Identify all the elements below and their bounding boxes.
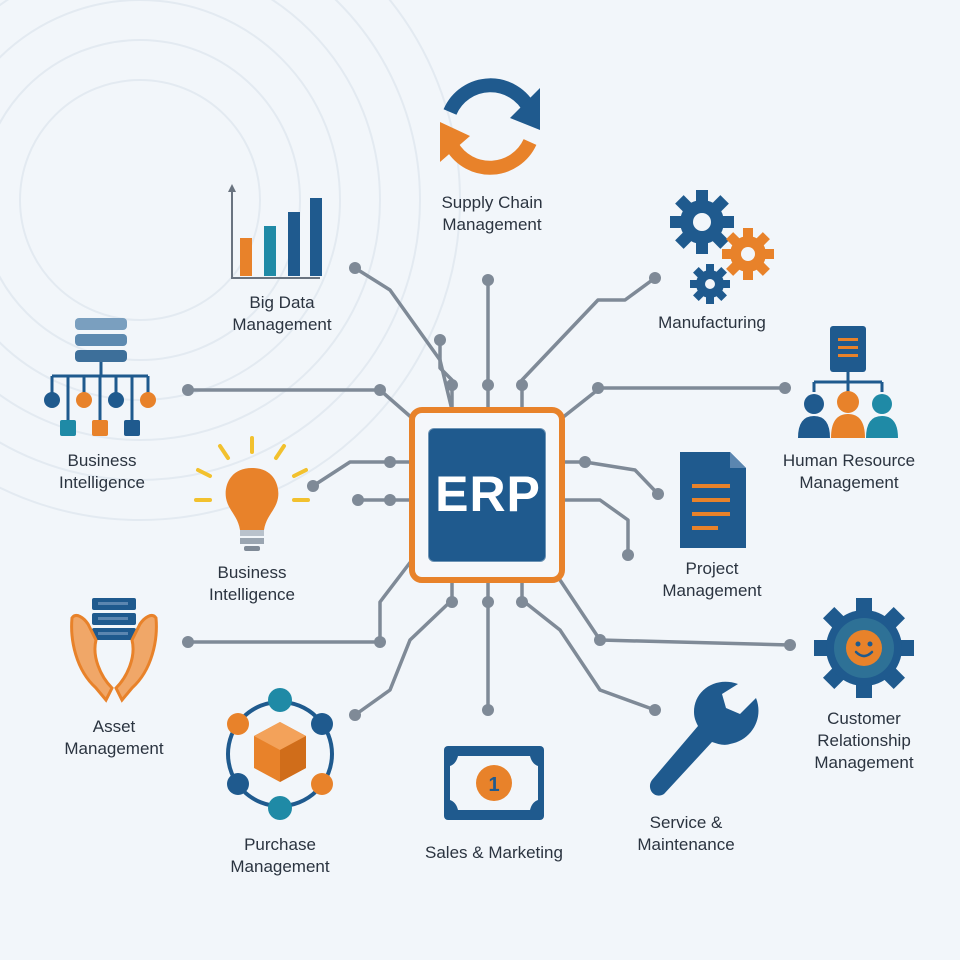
module-label-line: Purchase [244,835,316,854]
background-arcs [0,0,461,521]
module-label-manufacturing[interactable]: Manufacturing [622,312,802,334]
module-label-supply-chain[interactable]: Supply Chain Management [402,192,582,236]
module-label-line: Manufacturing [658,313,766,332]
module-label-line: Sales & Marketing [425,843,563,862]
module-label-purchase[interactable]: Purchase Management [190,834,370,878]
module-label-line: Service & [649,813,723,832]
module-label-line: Customer [827,709,901,728]
database-tree-icon [44,318,156,436]
document-icon [680,452,746,548]
module-label-line: Asset [92,717,136,736]
module-label-sales-marketing[interactable]: Sales & Marketing [402,842,586,864]
module-label-line: Management [662,581,762,600]
banknote-value: 1 [488,774,499,796]
erp-hub-label: ERP [435,466,541,522]
org-chart-people-icon [798,326,898,438]
module-label-business-intelligence-1[interactable]: Business Intelligence [12,450,192,494]
module-label-project[interactable]: Project Management [622,558,802,602]
module-label-line: Management [814,753,914,772]
sync-arrows-icon [440,78,540,175]
connector-dots [182,262,796,721]
module-label-line: Project [685,559,739,578]
module-label-line: Management [232,315,332,334]
module-label-service-maintenance[interactable]: Service & Maintenance [596,812,776,856]
module-label-line: Relationship [817,731,911,750]
module-label-line: Big Data [249,293,315,312]
lightbulb-icon [194,436,310,551]
wrench-icon [649,681,759,796]
module-label-line: Management [442,215,542,234]
module-label-line: Management [799,473,899,492]
module-label-line: Maintenance [637,835,735,854]
module-label-line: Business [217,563,287,582]
module-label-line: Management [230,857,330,876]
erp-hub[interactable] [409,407,565,583]
module-label-line: Management [64,739,164,758]
module-label-human-resource[interactable]: Human Resource Management [758,450,940,494]
banknote-icon [444,746,544,820]
gears-icon [670,190,774,304]
module-label-asset[interactable]: Asset Management [24,716,204,760]
hands-server-icon [70,598,158,703]
module-label-line: Intelligence [58,473,145,492]
module-label-customer-relationship[interactable]: Customer Relationship Management [774,708,954,774]
module-label-line: Business [67,451,137,470]
module-label-line: Human Resource [782,451,916,470]
module-label-line: Supply Chain [441,193,543,212]
cube-network-icon [226,688,334,820]
module-label-business-intelligence-2[interactable]: Business Intelligence [162,562,342,606]
bar-chart-icon [228,184,322,279]
module-label-line: Intelligence [208,585,295,604]
module-label-big-data[interactable]: Big Data Management [192,292,372,336]
gear-smiley-icon [814,598,914,698]
